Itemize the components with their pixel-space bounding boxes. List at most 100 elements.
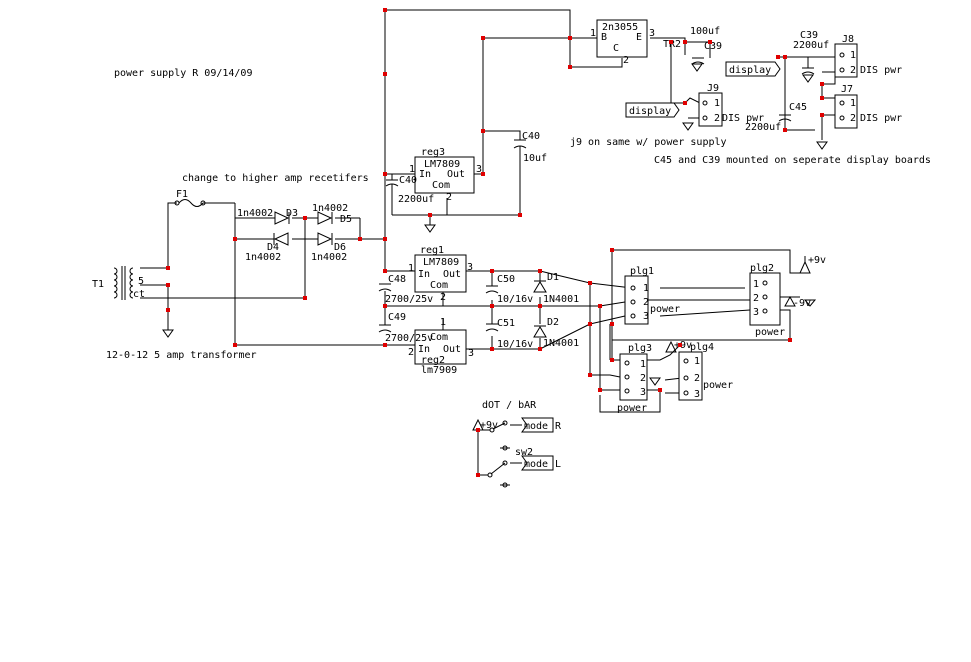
rail-pos-plg4: +9v xyxy=(665,340,692,353)
svg-text:display: display xyxy=(629,106,671,117)
j9-ref: J9 xyxy=(707,83,719,94)
reg1-ref: reg1 xyxy=(420,245,444,256)
reg1-part: LM7809 xyxy=(423,257,459,268)
j7-ref: J7 xyxy=(841,84,853,95)
d1-ref: D1 xyxy=(547,272,559,283)
reg1-pin1: 1 xyxy=(408,263,414,274)
net-label-mode-r: mode R xyxy=(521,417,562,433)
plg1-pin2: 2 xyxy=(643,297,649,308)
d6-part: 1n4002 xyxy=(311,252,347,263)
c50-ref: C50 xyxy=(497,274,515,285)
capacitor-c39a: 100uf C39 xyxy=(690,26,722,65)
c45-value: 2200uf xyxy=(745,122,781,133)
j9-pin1: 1 xyxy=(714,98,720,109)
j9-pin2: 2 xyxy=(714,113,720,124)
plg4-ref: plg4 xyxy=(690,342,714,353)
transistor-b: B xyxy=(601,32,607,43)
mode-title: dOT / bAR xyxy=(482,400,537,411)
reg1-pin2: 2 xyxy=(440,292,446,303)
regulator-reg3: reg3 LM7809 In Out Com 1 3 2 xyxy=(409,147,482,203)
diode-d4: D4 1n4002 xyxy=(245,232,289,263)
transformer-note: 12-0-12 5 amp transformer xyxy=(106,350,257,361)
svg-text:mode: mode xyxy=(524,459,548,470)
plg3-pin1: 1 xyxy=(640,359,646,370)
rail-pos-plg2: +9v xyxy=(799,255,826,274)
net-label-display-1: display xyxy=(625,102,680,118)
t1-tap-5: 5 xyxy=(138,276,144,287)
c40a-ref: C40 xyxy=(399,175,417,186)
plg4-pin1: 1 xyxy=(694,356,700,367)
reg3-com: Com xyxy=(432,180,450,191)
d3-part: 1n4002 xyxy=(237,208,273,219)
regulator-reg2: Com In Out reg2 lm7909 1 2 3 xyxy=(408,317,474,376)
capacitor-c49: C49 2700/25v xyxy=(378,312,433,344)
ground-icon xyxy=(816,141,828,150)
connector-plg4: plg4 1 2 3 power xyxy=(678,342,733,401)
reg2-pin3: 3 xyxy=(468,348,474,359)
d1-part: 1N4001 xyxy=(543,294,579,305)
c40b-ref: C40 xyxy=(522,131,540,142)
svg-text:+9v: +9v xyxy=(808,255,826,266)
d2-part: 1N4001 xyxy=(543,338,579,349)
reg2-in: In xyxy=(418,344,430,355)
connector-j7: J7 1 2 DIS pwr xyxy=(834,84,902,129)
c49-value: 2700/25v xyxy=(385,333,433,344)
j7-label: DIS pwr xyxy=(860,113,902,124)
c49-ref: C49 xyxy=(388,312,406,323)
capacitor-c51: C51 10/16v xyxy=(485,318,533,350)
reg1-in: In xyxy=(418,269,430,280)
transistor-c: C xyxy=(613,43,619,54)
connector-j9: J9 1 2 DIS pwr xyxy=(698,83,764,127)
reg3-pin2: 2 xyxy=(446,192,452,203)
reg3-pin1: 1 xyxy=(409,164,415,175)
reg1-out: Out xyxy=(443,269,461,280)
reg3-part: LM7809 xyxy=(424,159,460,170)
transistor-pin1: 1 xyxy=(590,28,596,39)
reg3-in: In xyxy=(419,169,431,180)
mode-r-letter: R xyxy=(555,421,562,432)
capacitor-c39b: C39 2200uf xyxy=(793,30,829,75)
connector-plg2: plg2 1 2 3 power xyxy=(749,263,785,338)
plg1-ref: plg1 xyxy=(630,266,654,277)
d6-ref: D6 xyxy=(334,242,346,253)
reg2-ref: reg2 xyxy=(421,355,445,366)
c40a-value: 2200uf xyxy=(398,194,434,205)
transistor-pin2: 2 xyxy=(623,55,629,66)
transistor-pin3: 3 xyxy=(649,28,655,39)
plg2-pin2: 2 xyxy=(753,293,759,304)
svg-text:display: display xyxy=(729,65,771,76)
svg-text:-9v: -9v xyxy=(793,298,811,309)
plg2-pin1: 1 xyxy=(753,279,759,290)
c39b-ref: C39 xyxy=(800,30,818,41)
c50-value: 10/16v xyxy=(497,294,533,305)
c51-ref: C51 xyxy=(497,318,515,329)
j9-label: DIS pwr xyxy=(722,113,764,124)
junction-dots xyxy=(166,8,824,477)
wires xyxy=(140,9,836,486)
sw2-ref: sw2 xyxy=(515,447,533,458)
plg3-label: power xyxy=(617,403,647,414)
diode-d6: D6 1n4002 xyxy=(311,232,347,263)
reg2-out: Out xyxy=(443,344,461,355)
c39b-value: 2200uf xyxy=(793,40,829,51)
j8-pin1: 1 xyxy=(850,50,856,61)
j8-label: DIS pwr xyxy=(860,65,902,76)
plg4-label: power xyxy=(703,380,733,391)
diode-d2: D2 1N4001 xyxy=(533,317,579,349)
svg-text:mode: mode xyxy=(524,421,548,432)
j8-ref: J8 xyxy=(842,34,854,45)
plg3-ref: plg3 xyxy=(628,343,652,354)
plg4-pin3: 3 xyxy=(694,389,700,400)
fuse-f1: F1 xyxy=(174,189,206,207)
reg2-com: Com xyxy=(430,332,448,343)
switch-sw2: sw2 xyxy=(487,420,533,488)
d4-ref: D4 xyxy=(267,242,279,253)
capacitor-c40b: C40 10uf xyxy=(513,131,547,164)
reg2-pin1: 1 xyxy=(440,317,446,328)
transformer-t1: T1 5 ct xyxy=(92,266,145,300)
connector-plg1: plg1 1 2 3 power xyxy=(624,266,680,325)
ground-icon xyxy=(424,224,436,233)
transistor-e: E xyxy=(636,32,642,43)
